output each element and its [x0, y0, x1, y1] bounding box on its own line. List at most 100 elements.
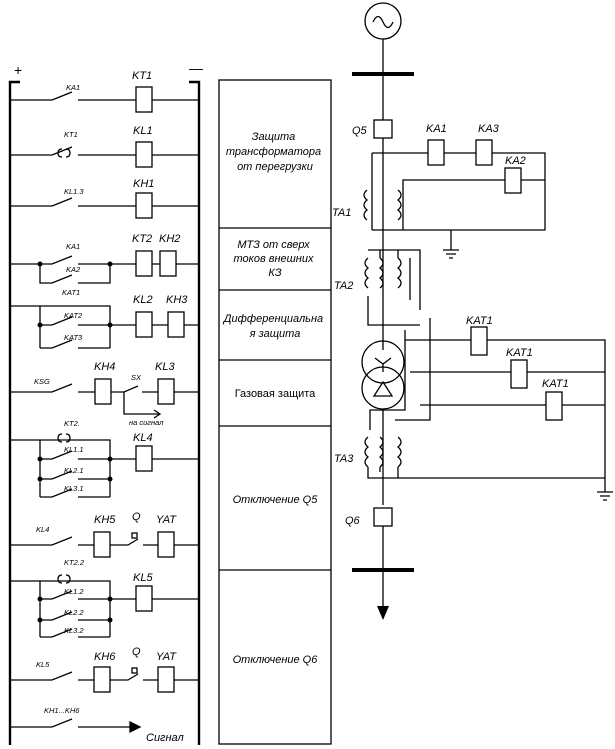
signal-output-label: Сигнал	[146, 732, 184, 744]
function-panel: Защита трансформатора от перегрузки МТЗ …	[218, 79, 332, 745]
coil-kh3	[167, 311, 185, 338]
coil-label: KL3	[155, 361, 175, 373]
switch-label: SX	[131, 373, 142, 382]
contact-label: KAT1	[62, 288, 80, 297]
contact-label: KL5	[36, 660, 50, 669]
coil-label: KH4	[94, 361, 115, 373]
contact-label: KL3.2	[64, 626, 84, 635]
coil-label: KH5	[94, 514, 116, 526]
panel-overcurrent: МТЗ от сверх токов внешних КЗ	[233, 239, 316, 279]
contact-label: KH1...KH6	[44, 706, 80, 715]
breaker-label: Q6	[345, 515, 361, 527]
rule-row-9: KT2.2 KL1.2 KL2.2 KL3.2 KL5	[10, 558, 199, 638]
contact-label: KAT3	[64, 333, 83, 342]
contact-label: KL4	[36, 525, 49, 534]
rule-row-1: KA1 KT1	[10, 70, 199, 113]
minus-rail	[189, 80, 201, 745]
ct-label: TA2	[334, 280, 353, 292]
contact-label: KT2.	[64, 419, 80, 428]
diff-relay-kat1-b	[510, 359, 528, 389]
rule-row-7: KT2. KL1.1 KL2.1 KL3.1 KL4	[10, 419, 199, 498]
coil-label: KL5	[133, 572, 153, 584]
breaker-q6	[373, 507, 393, 527]
coil-kh1	[135, 192, 153, 219]
contact-label: KL2.2	[64, 608, 84, 617]
relay-ka2	[504, 167, 522, 194]
rule-row-5: KAT1 KAT2 KAT3 KL2 KH3	[10, 288, 199, 349]
coil-label: KL1	[133, 125, 153, 137]
panel-trip-q6: Отключение Q6	[233, 654, 319, 666]
contact-label: KA1	[66, 83, 80, 92]
coil-kh4	[94, 378, 112, 405]
coil-label: KH2	[159, 233, 180, 245]
ct-ta1	[363, 189, 402, 221]
rule-row-8: KL4 KH5 YAT Q	[10, 511, 199, 558]
minus-rail-label: —	[189, 60, 203, 76]
panel-frame	[218, 79, 332, 745]
contact-label: KL2.1	[64, 466, 84, 475]
relay-label: KA1	[426, 123, 447, 135]
relay-label: KAT1	[506, 347, 533, 359]
rule-row-4: KA1 KA2 KT2 KH2	[10, 233, 199, 284]
ct-label: TA1	[332, 207, 351, 219]
plus-rail-label: +	[14, 62, 22, 78]
contact-label: KL1.1	[64, 445, 84, 454]
rule-row-11: KH1...KH6 Сигнал	[10, 706, 184, 744]
rule-row-3: KL1.3 KH1	[10, 178, 199, 219]
plus-rail	[8, 80, 20, 745]
relay-label: KA3	[478, 123, 500, 135]
rule-row-6: KSG KH4 KL3 SX на сигнал	[10, 361, 199, 427]
ct-ta2	[364, 257, 402, 289]
coil-label: KT1	[132, 70, 152, 82]
ct-label: TA3	[334, 453, 354, 465]
relay-label: KAT1	[466, 315, 493, 327]
coil-kh2	[159, 250, 177, 277]
coil-label: YAT	[156, 651, 177, 663]
contact-label: KA1	[66, 242, 80, 251]
panel-overload: Защита трансформатора от перегрузки	[226, 131, 324, 173]
transformer-winding-2-icon	[361, 366, 405, 410]
relay-label: KA2	[505, 155, 526, 167]
coil-kt1	[135, 86, 153, 113]
signal-note: на сигнал	[129, 418, 164, 427]
contact-label: KL1.2	[64, 587, 84, 596]
coil-kl4	[135, 445, 153, 472]
panel-differential: Дифференциальна я защита	[222, 313, 326, 340]
panel-gas: Газовая защита	[235, 388, 316, 400]
contact-label: KA2	[66, 265, 81, 274]
primary-circuit: Q5 KA1 KA3 KA2 TA1 TA2 KAT1	[332, 2, 613, 620]
panel-trip-q5: Отключение Q5	[233, 494, 319, 506]
coil-label: KH6	[94, 651, 116, 663]
rule-row-10: KL5 KH6 YAT Q	[10, 646, 199, 693]
coil-kl3	[157, 378, 175, 405]
coil-label: KH3	[166, 294, 188, 306]
relay-ka1	[427, 139, 445, 166]
aux-contact-label: Q	[132, 511, 141, 523]
coil-kh5	[93, 531, 111, 558]
coil-kl5	[135, 585, 153, 612]
aux-contact-label: Q	[132, 646, 141, 658]
contact-label: KAT2	[64, 311, 83, 320]
coil-yat	[157, 666, 175, 693]
coil-kt2	[135, 250, 153, 277]
control-circuit: + — KA1 KT1 KT1 KL1 KL1.3 KH1	[8, 60, 203, 745]
diff-relay-kat1-a	[470, 326, 488, 356]
relay-label: KAT1	[542, 378, 569, 390]
rule-row-2: KT1 KL1	[10, 125, 199, 168]
relay-ka3	[475, 139, 493, 166]
ct-ta3	[364, 436, 402, 468]
contact-label: KT2.2	[64, 558, 85, 567]
coil-label: KT2	[132, 233, 152, 245]
contact-label: KSG	[34, 377, 50, 386]
coil-kl1	[135, 141, 153, 168]
coil-label: KL4	[133, 432, 153, 444]
breaker-label: Q5	[352, 125, 368, 137]
contact-label: KL3.1	[64, 484, 84, 493]
coil-label: YAT	[156, 514, 177, 526]
diff-relay-kat1-c	[545, 391, 563, 421]
coil-label: KH1	[133, 178, 154, 190]
contact-label: KT1	[64, 130, 78, 139]
load-arrow-icon	[377, 606, 389, 620]
coil-label: KL2	[133, 294, 153, 306]
coil-kl2	[135, 311, 153, 338]
